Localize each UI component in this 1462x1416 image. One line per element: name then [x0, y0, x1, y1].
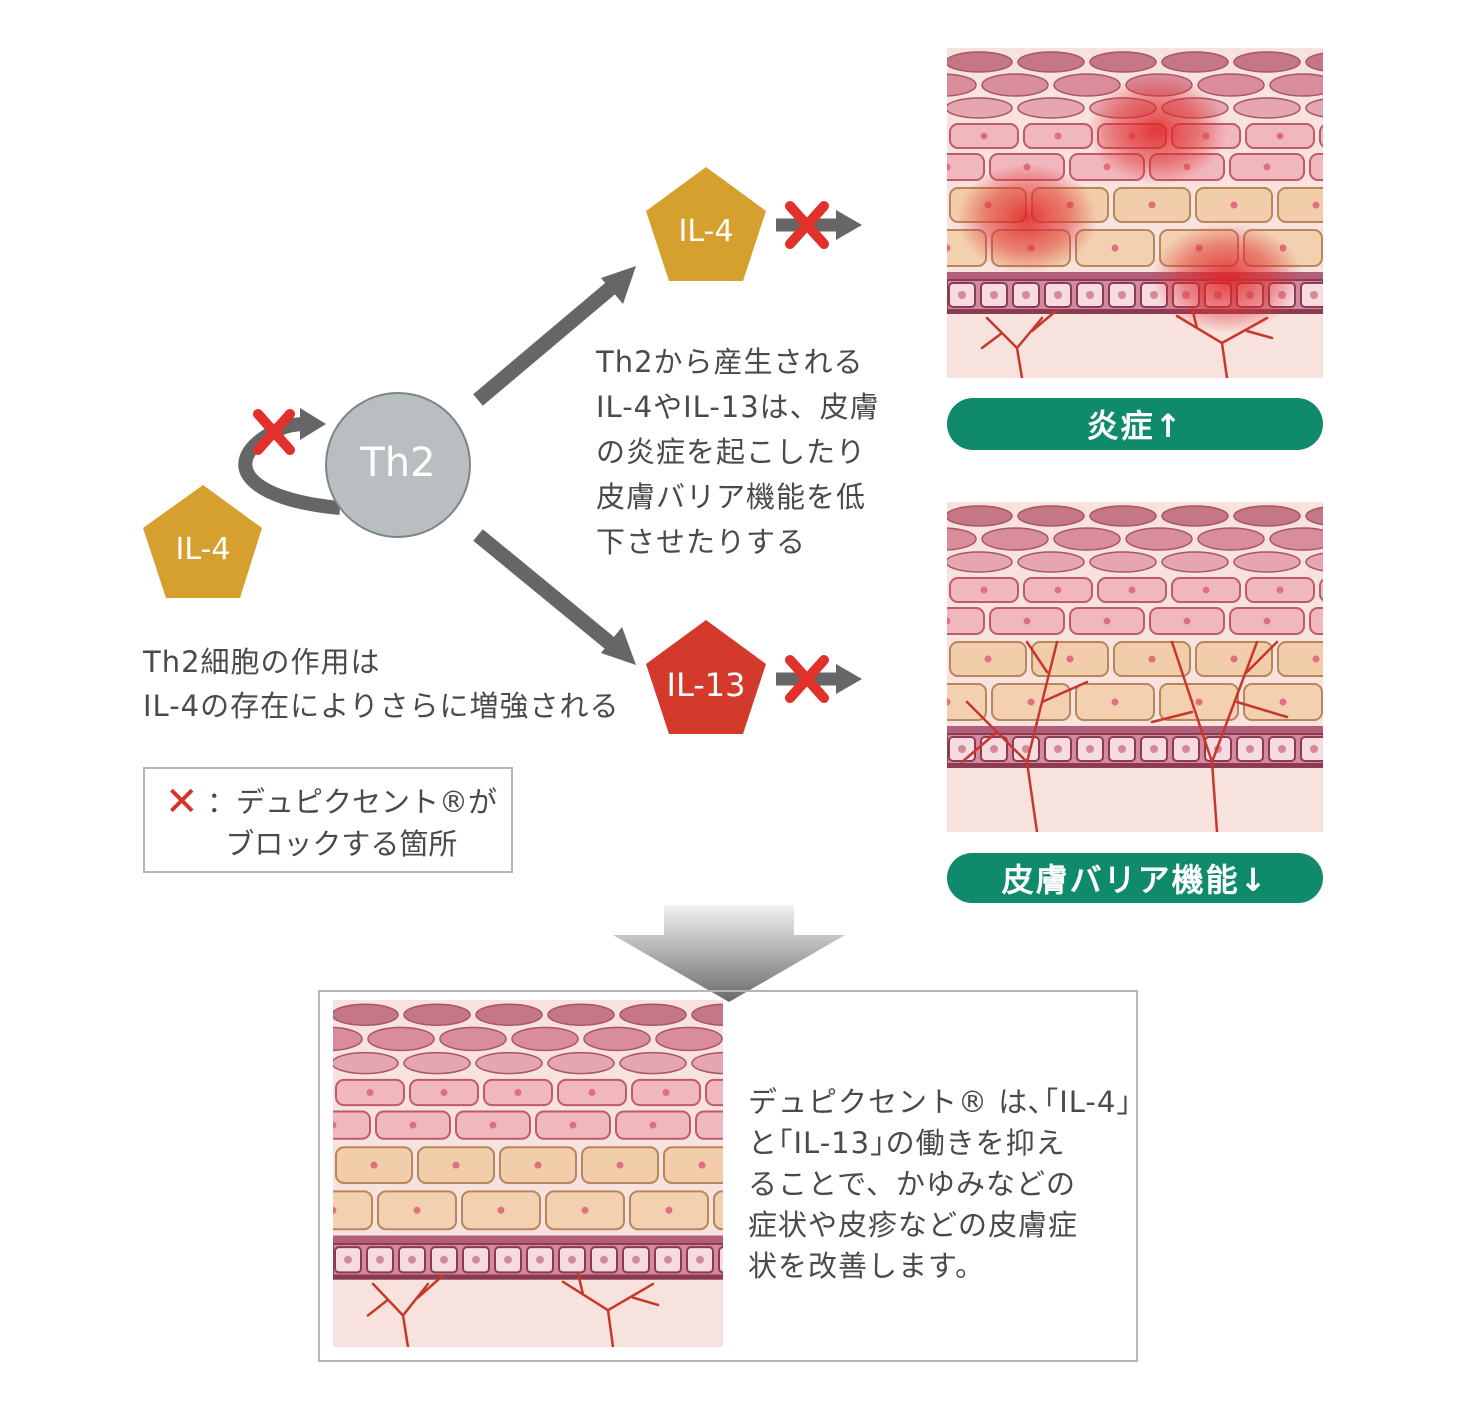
arrow-th2-to-il13: [473, 529, 636, 665]
production-text: Th2から産生される IL-4やIL-13は、皮膚 の炎症を起こしたり 皮膚バリ…: [596, 345, 880, 559]
il4-top-pentagon: [646, 167, 766, 281]
il4-left-label: IL-4: [175, 532, 231, 567]
il13-pentagon: [646, 620, 766, 734]
il13-label: IL-13: [666, 666, 746, 704]
legend-box: ✕ ：デュピクセント®が ブロックする箇所: [143, 767, 513, 873]
block-x-il4: [785, 201, 829, 249]
barrier-pill: 皮膚バリア機能↓: [947, 853, 1323, 903]
legend-block-mark: ✕: [165, 779, 199, 825]
arrow-th2-to-il4: [473, 266, 636, 406]
il4-left-pentagon: [143, 485, 262, 598]
result-box: [318, 990, 1138, 1362]
legend-text: ：デュピクセント®が ブロックする箇所: [207, 785, 498, 861]
loop-arrow-il4-th2: [238, 408, 341, 515]
skin-panel-barrier: [947, 502, 1323, 832]
il4-top-label: IL-4: [678, 214, 734, 249]
th2-label: Th2: [360, 440, 436, 486]
result-text: デュピクセント® は､｢IL-4｣ と｢IL-13｣の働きを抑え ることで、かゆ…: [748, 1085, 1132, 1283]
skin-panel-inflamed: [947, 48, 1323, 378]
th2-effect-text: Th2細胞の作用は IL-4の存在によりさらに増強される: [143, 645, 620, 723]
down-arrow: [613, 905, 845, 1002]
block-x-il13: [785, 655, 829, 703]
inflammation-pill: 炎症↑: [947, 398, 1323, 450]
skin-panel-improved: [333, 1000, 723, 1347]
th2-cell: [325, 392, 471, 538]
block-x-loop: [253, 409, 295, 455]
